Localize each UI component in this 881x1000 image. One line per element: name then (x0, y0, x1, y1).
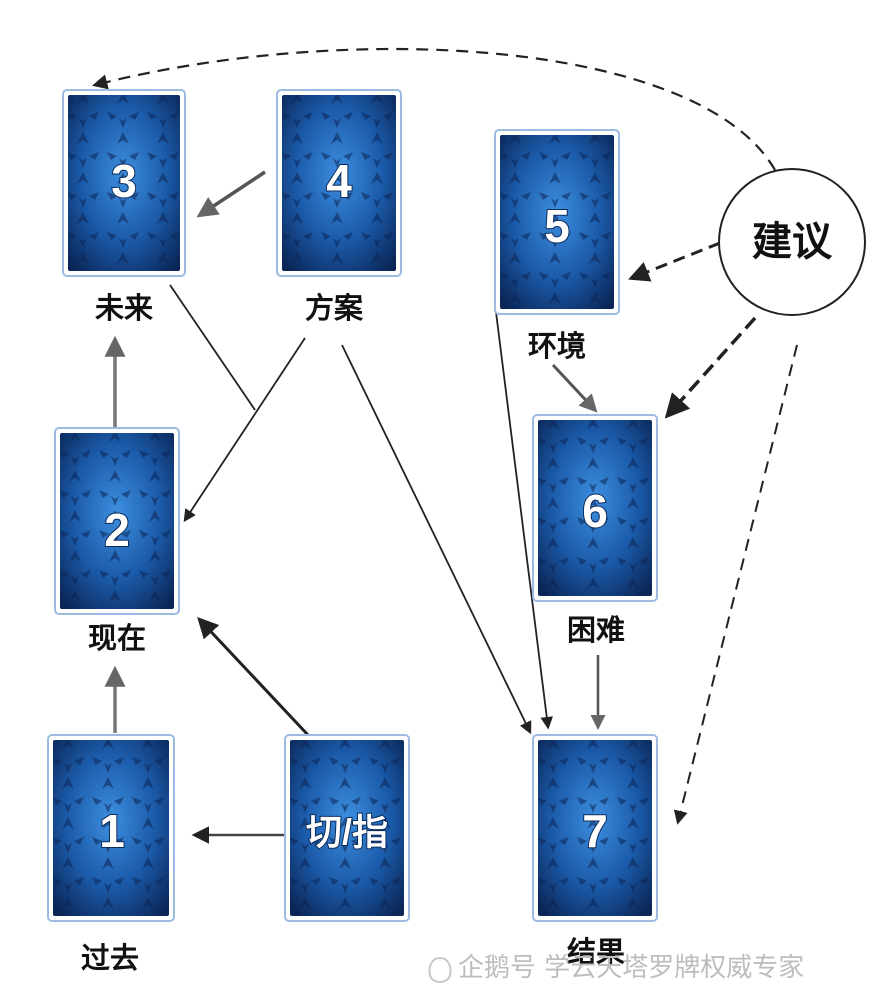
significator-to-present-arrow (197, 616, 310, 737)
label-past: 过去 (81, 941, 139, 975)
card-future: 3 (62, 89, 186, 277)
advice-to-environment-arrow (628, 241, 721, 282)
card-number: 6 (582, 485, 608, 537)
label-result: 结果 (567, 935, 625, 969)
label-plan: 方案 (305, 291, 364, 325)
card-difficulty: 6 (532, 414, 658, 602)
advice-node: 建议 (718, 168, 866, 316)
future-to-crossing-line (169, 284, 256, 411)
card-number: 切/指 (306, 812, 388, 853)
card-number: 2 (104, 504, 130, 556)
plan-to-present-arrow (183, 337, 306, 523)
card-number: 1 (99, 805, 125, 857)
card-number: 3 (111, 155, 137, 207)
card-result: 7 (532, 734, 658, 922)
advice-to-future-arrow (92, 47, 776, 171)
connectors (92, 47, 798, 844)
watermark-text: 企鹅号 学云天塔罗牌权威专家 (458, 953, 804, 983)
environment-to-result-arrow (495, 311, 553, 730)
plan-to-result-arrow (341, 344, 532, 735)
label-future: 未来 (95, 291, 153, 325)
penguin-icon (428, 956, 452, 984)
environment-to-difficulty-arrow (551, 363, 598, 413)
card-number: 5 (544, 200, 570, 252)
card-number: 4 (326, 155, 352, 207)
advice-to-result-arrow (673, 344, 798, 825)
label-present: 现在 (88, 621, 146, 655)
card-present: 2 (54, 427, 180, 615)
card-plan: 4 (276, 89, 402, 277)
plan-to-future-arrow (196, 170, 266, 218)
advice-circle (718, 168, 866, 316)
card-number: 7 (582, 805, 608, 857)
card-significator: 切/指 (284, 734, 410, 922)
card-past: 1 (47, 734, 175, 922)
label-environment: 环境 (528, 329, 586, 363)
watermark: 企鹅号 学云天塔罗牌权威专家 (428, 953, 804, 984)
advice-to-difficulty-arrow (664, 316, 757, 419)
label-difficulty: 困难 (567, 613, 625, 647)
advice-label: 建议 (752, 219, 833, 265)
card-environment: 5 (494, 129, 620, 315)
